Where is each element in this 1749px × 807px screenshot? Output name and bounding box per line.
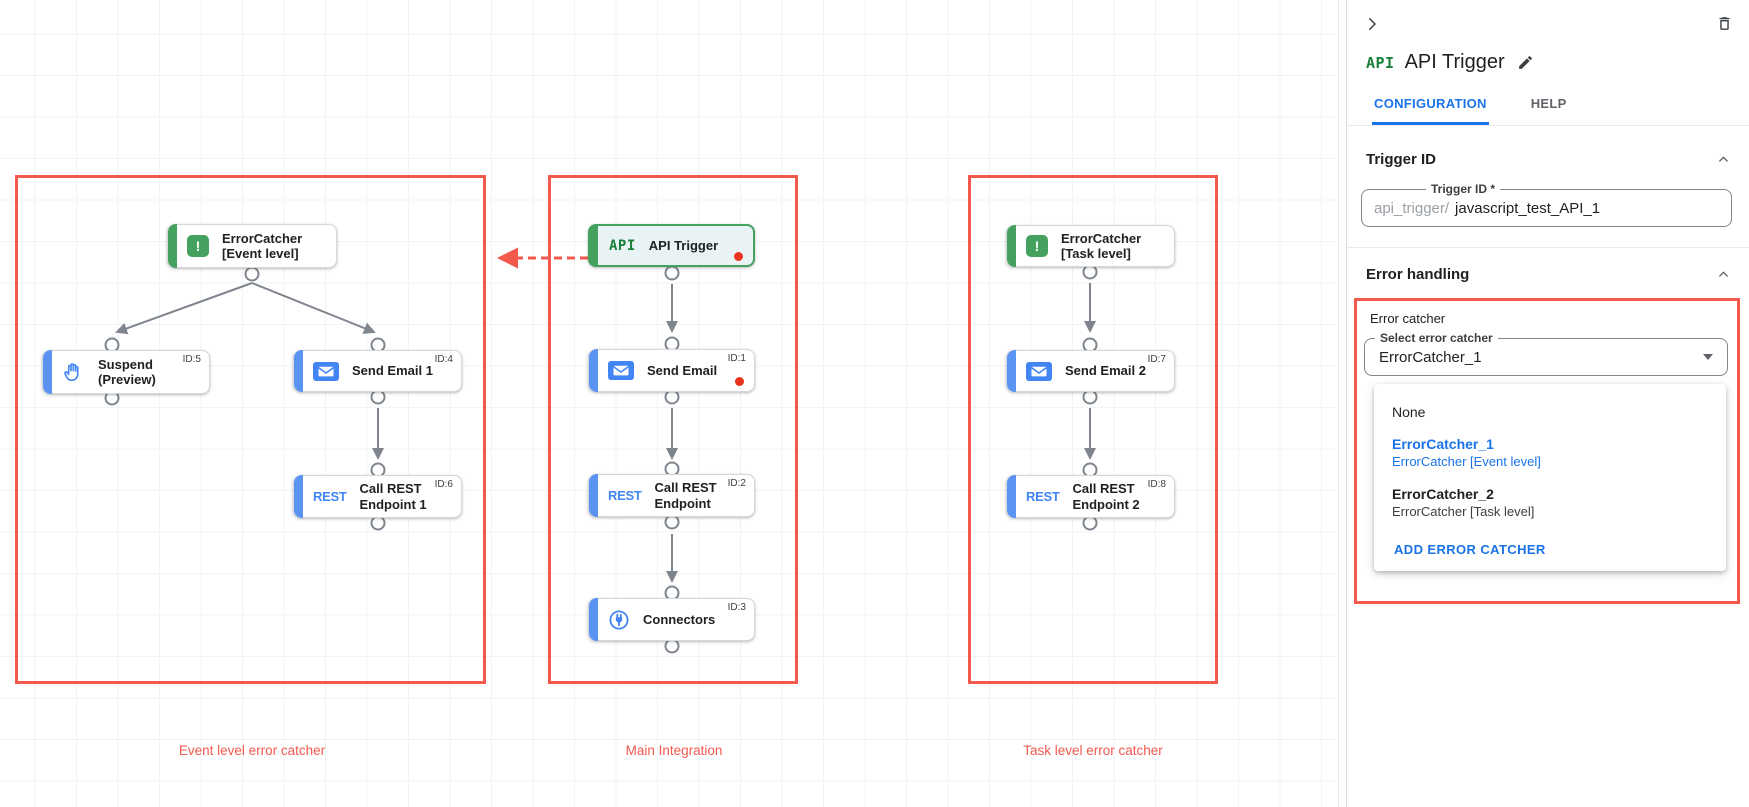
node-accent-bar: [168, 224, 177, 268]
section-divider: [1347, 247, 1749, 248]
node-label: ErrorCatcher [Task level]: [1061, 230, 1142, 261]
node-id-badge: ID:5: [182, 354, 201, 365]
node-accent-bar: [1007, 475, 1016, 518]
node-accent-bar: [43, 350, 52, 394]
error-indicator-dot: [734, 252, 743, 261]
node-id-badge: ID:6: [434, 479, 453, 490]
node-send-email-2[interactable]: Send Email 2 ID:7: [1006, 350, 1175, 392]
node-errorcatcher-task-level[interactable]: ! ErrorCatcher [Task level]: [1006, 225, 1175, 267]
node-label: API Trigger: [648, 237, 719, 253]
node-id-badge: ID:1: [727, 353, 746, 364]
node-id-badge: ID:2: [727, 478, 746, 489]
hand-icon: [62, 361, 85, 384]
email-icon: [1026, 361, 1052, 381]
select-error-catcher-value: ErrorCatcher_1: [1379, 348, 1482, 366]
node-accent-bar: [589, 349, 598, 392]
chevron-up-icon: [1716, 155, 1731, 170]
trash-icon: [1716, 17, 1733, 36]
node-accent-bar: [294, 350, 303, 392]
chevron-down-icon: [1703, 354, 1713, 360]
error-catcher-icon: !: [187, 235, 209, 257]
group-label-task-level: Task level error catcher: [1023, 743, 1163, 758]
pencil-icon: [1517, 56, 1534, 74]
node-label: Send Email: [647, 362, 718, 378]
node-call-rest-endpoint-2[interactable]: REST Call REST Endpoint 2 ID:8: [1006, 475, 1175, 518]
select-error-catcher-label: Select error catcher: [1375, 331, 1498, 346]
delete-trigger-button[interactable]: [1714, 12, 1735, 35]
node-id-badge: ID:8: [1147, 479, 1166, 490]
api-icon: API: [609, 237, 636, 254]
collapse-error-handling-section-button[interactable]: [1714, 265, 1733, 284]
config-panel: API API Trigger CONFIGURATION HELP Trigg…: [1346, 0, 1749, 807]
option-errorcatcher-2[interactable]: ErrorCatcher_2 ErrorCatcher [Task level]: [1392, 485, 1535, 520]
api-trigger-badge-icon: API: [1366, 53, 1395, 72]
node-label: ErrorCatcher [Event level]: [222, 230, 303, 261]
node-id-badge: ID:7: [1147, 354, 1166, 365]
node-label: Call REST Endpoint: [654, 480, 717, 511]
trigger-id-prefix: api_trigger/: [1374, 199, 1450, 217]
node-suspend-preview[interactable]: Suspend (Preview) ID:5: [42, 350, 210, 394]
node-id-badge: ID:4: [434, 354, 453, 365]
error-indicator-dot: [735, 377, 744, 386]
collapse-panel-button[interactable]: [1361, 13, 1383, 35]
tab-configuration[interactable]: CONFIGURATION: [1372, 96, 1489, 125]
node-accent-bar: [1007, 350, 1016, 392]
rest-icon: REST: [608, 488, 642, 503]
node-call-rest-endpoint[interactable]: REST Call REST Endpoint ID:2: [588, 474, 755, 517]
node-accent-bar: [589, 225, 598, 266]
main-integration-group-outline: [548, 175, 798, 684]
error-handling-section-title: Error handling: [1366, 266, 1470, 283]
node-accent-bar: [589, 598, 598, 641]
option-errorcatcher-1[interactable]: ErrorCatcher_1 ErrorCatcher [Event level…: [1392, 436, 1541, 470]
collapse-trigger-id-section-button[interactable]: [1714, 150, 1733, 169]
group-label-main-integration: Main Integration: [625, 743, 723, 758]
node-send-email-1[interactable]: Send Email 1 ID:4: [293, 350, 462, 392]
node-api-trigger[interactable]: API API Trigger: [588, 224, 755, 267]
node-label: Call REST Endpoint 2: [1072, 481, 1140, 512]
node-connectors[interactable]: Connectors ID:3: [588, 598, 755, 641]
node-call-rest-endpoint-1[interactable]: REST Call REST Endpoint 1 ID:6: [293, 475, 462, 518]
chevron-right-icon: [1363, 17, 1381, 36]
group-label-event-level: Event level error catcher: [178, 743, 326, 758]
node-accent-bar: [589, 474, 598, 517]
trigger-id-section-title: Trigger ID: [1366, 151, 1437, 168]
node-accent-bar: [1007, 225, 1016, 267]
error-catcher-icon: !: [1026, 235, 1048, 257]
task-level-group-outline: [968, 175, 1218, 684]
rest-icon: REST: [1026, 489, 1060, 504]
node-id-badge: ID:3: [727, 602, 746, 613]
trigger-id-value: javascript_test_API_1: [1455, 199, 1601, 217]
workflow-canvas[interactable]: Event level error catcher Main Integrati…: [0, 0, 1339, 807]
node-label: Send Email 1: [352, 363, 433, 379]
rest-icon: REST: [313, 489, 347, 504]
node-errorcatcher-event-level[interactable]: ! ErrorCatcher [Event level]: [167, 224, 337, 268]
error-catcher-group-label: Error catcher: [1370, 311, 1446, 326]
trigger-id-field-label: Trigger ID *: [1426, 182, 1501, 197]
connector-icon: [608, 609, 630, 631]
edit-title-button[interactable]: [1515, 52, 1536, 73]
option-none[interactable]: None: [1392, 404, 1426, 420]
error-catcher-options-menu: None ErrorCatcher_1 ErrorCatcher [Event …: [1374, 384, 1726, 571]
email-icon: [608, 361, 634, 380]
error-catcher-highlight-outline: Error catcher Select error catcher Error…: [1354, 298, 1740, 604]
add-error-catcher-button[interactable]: ADD ERROR CATCHER: [1374, 528, 1564, 563]
node-send-email[interactable]: Send Email ID:1: [588, 349, 755, 392]
node-label: Connectors: [643, 611, 716, 627]
node-label: Send Email 2: [1065, 363, 1146, 379]
tab-help[interactable]: HELP: [1529, 96, 1569, 125]
node-accent-bar: [294, 475, 303, 518]
node-label: Suspend (Preview): [98, 356, 156, 387]
chevron-up-icon: [1716, 270, 1731, 285]
trigger-id-input[interactable]: Trigger ID * api_trigger/ javascript_tes…: [1361, 182, 1732, 227]
panel-title: API Trigger: [1404, 51, 1505, 73]
panel-tabs: CONFIGURATION HELP: [1347, 74, 1749, 126]
event-level-group-outline: [15, 175, 486, 684]
node-label: Call REST Endpoint 1: [359, 481, 427, 512]
email-icon: [313, 361, 339, 381]
select-error-catcher-dropdown[interactable]: Select error catcher ErrorCatcher_1: [1364, 331, 1728, 376]
